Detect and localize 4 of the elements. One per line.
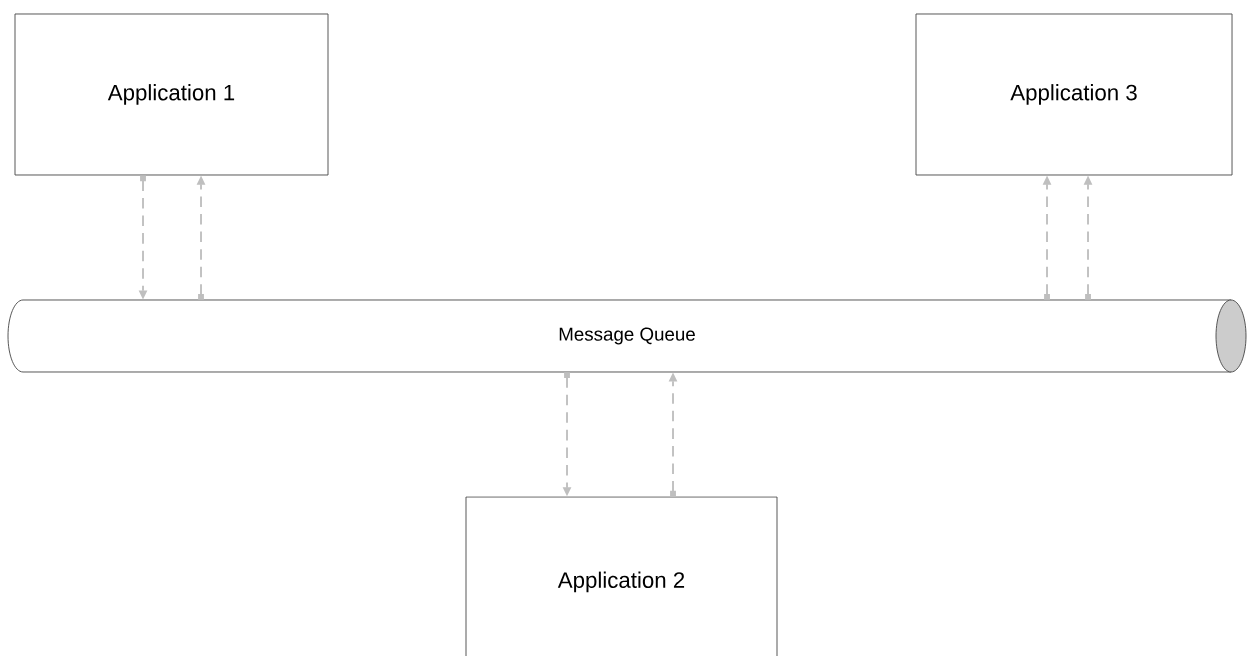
message-queue-cylinder: Message Queue: [7, 299, 1247, 373]
process-box: Application 3: [915, 13, 1233, 176]
process-box: Application 2: [465, 496, 778, 656]
process-box: Application 1: [14, 13, 329, 176]
